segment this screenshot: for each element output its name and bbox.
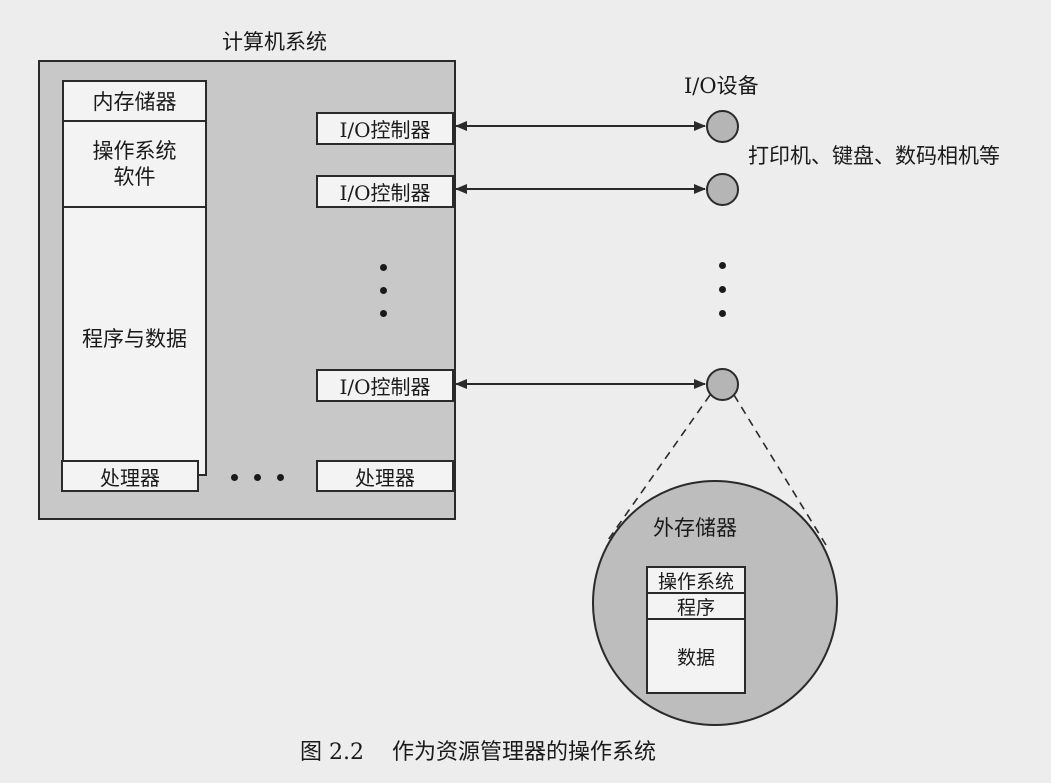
ellipsis-dot [719,310,726,317]
ellipsis-dot [277,474,284,481]
zoom-line-right [733,394,827,546]
io-devices-title: I/O设备 [684,74,759,98]
memory-title: 内存储器 [92,90,177,114]
io-controller-1: I/O控制器 [316,112,454,145]
os-software-block: 操作系统 软件 [64,122,205,206]
ellipsis-dot [719,262,726,269]
storage-segment-os: 操作系统 [648,568,744,594]
ellipsis-dot [719,286,726,293]
memory-divider [64,120,205,122]
external-storage-stack: 操作系统 程序 数据 [646,566,746,694]
ellipsis-dot [380,310,387,317]
processor-1: 处理器 [61,460,199,492]
io-controller-2: I/O控制器 [316,175,454,208]
os-software-line-2: 软件 [113,165,156,189]
ellipsis-dot [231,474,238,481]
memory-divider [64,206,205,208]
io-device-3 [706,368,739,401]
io-controller-3: I/O控制器 [316,369,454,402]
storage-segment-program: 程序 [648,594,744,620]
processor-2: 处理器 [316,460,454,492]
figure-caption: 图 2.2 作为资源管理器的操作系统 [300,740,656,765]
program-data-label: 程序与数据 [82,327,187,351]
zoom-line-left [607,394,711,541]
os-software-line-1: 操作系统 [92,139,177,163]
ellipsis-dot [380,287,387,294]
ellipsis-dot [380,264,387,271]
external-storage-title: 外存储器 [653,516,737,540]
io-device-2 [706,173,739,206]
storage-segment-data: 数据 [676,646,715,669]
io-devices-examples: 打印机、键盘、数码相机等 [748,144,1000,168]
io-device-1 [706,110,739,143]
ellipsis-dot [254,474,261,481]
system-title: 计算机系统 [222,30,327,54]
